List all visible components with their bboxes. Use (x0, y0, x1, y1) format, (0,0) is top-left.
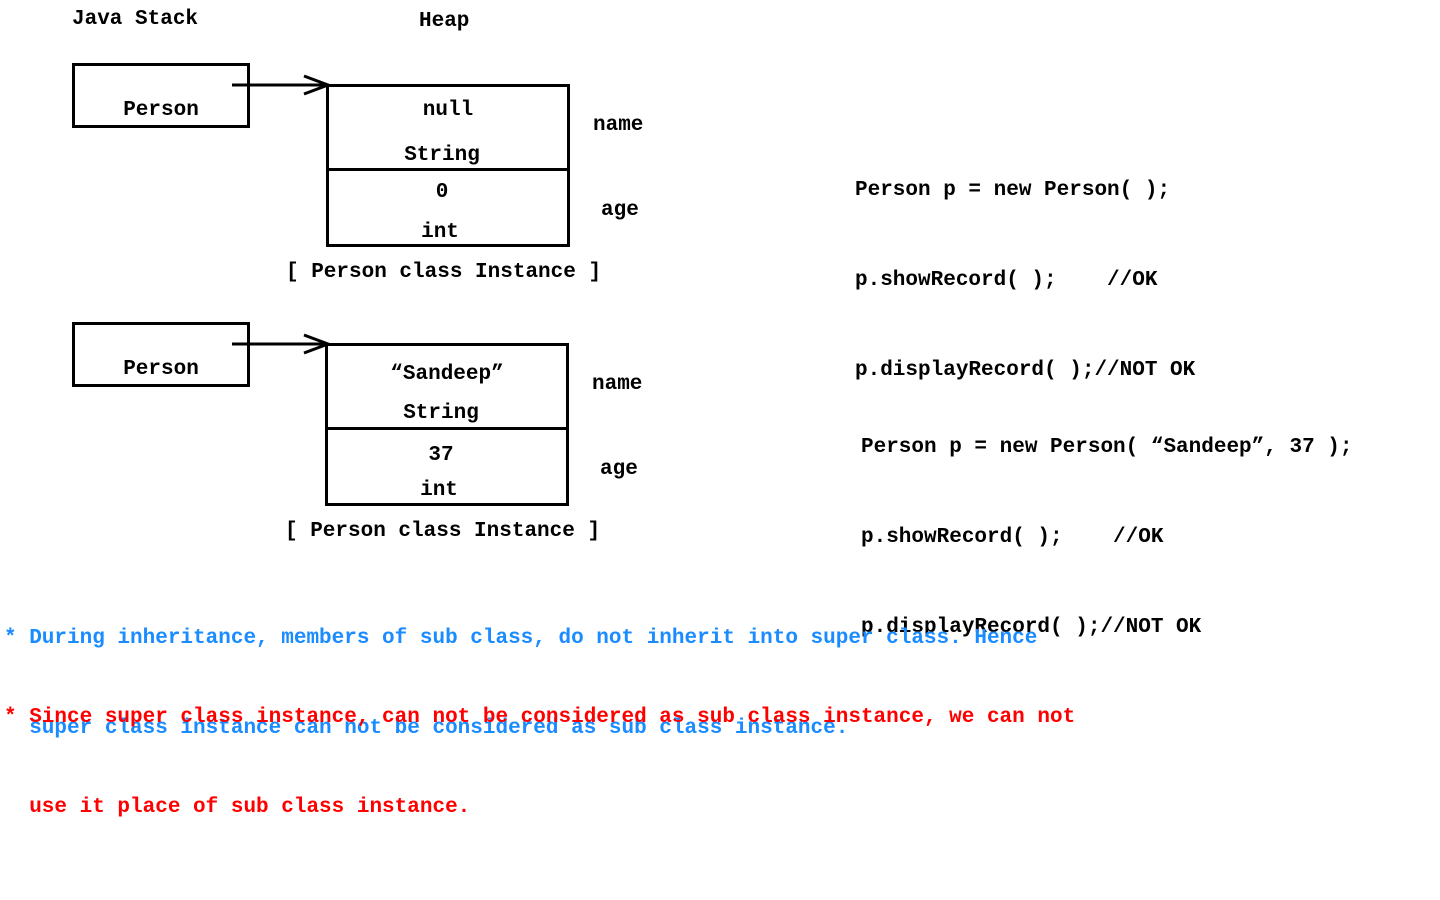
name-field-label-2: name (592, 373, 643, 396)
reference-arrow-2 (232, 333, 333, 355)
code-line: p.showRecord( ); //OK (855, 269, 1158, 292)
code-line: Person p = new Person( ); (855, 179, 1171, 202)
age-value-2: 37 (428, 444, 454, 467)
reference-arrow-1 (232, 74, 333, 96)
heap-header: Heap (419, 10, 470, 33)
note-substitution: * Since super class instance, can not be… (4, 643, 1075, 853)
name-value-2: “Sandeep” (390, 363, 504, 386)
note-line: * Since super class instance, can not be… (4, 706, 1076, 729)
code-line: Person p = new Person( “Sandeep”, 37 ); (861, 436, 1353, 459)
note-line: * During inheritance, members of sub cla… (4, 627, 1038, 650)
stack-reference-box-1: Person (72, 63, 250, 128)
age-type-2: int (420, 479, 458, 502)
note-line: super class instance can not be consider… (4, 717, 849, 740)
stack-reference-box-2: Person (72, 322, 250, 387)
name-value-1: null (422, 99, 474, 122)
age-type-1: int (421, 221, 459, 244)
field-divider-1 (329, 168, 567, 171)
age-value-1: 0 (435, 181, 449, 204)
name-type-1: String (404, 144, 480, 167)
note-line: use it place of sub class instance. (4, 796, 471, 819)
code-snippet-2: Person p = new Person( “Sandeep”, 37 ); … (861, 373, 1352, 673)
code-line: p.displayRecord( );//NOT OK (861, 616, 1202, 639)
instance-caption-2: [ Person class Instance ] (285, 520, 601, 543)
age-field-label-2: age (600, 458, 638, 481)
code-snippet-1: Person p = new Person( ); p.showRecord( … (855, 116, 1195, 416)
heap-object-2: “Sandeep” String 37 int (325, 343, 569, 506)
age-field-label-1: age (601, 199, 639, 222)
stack-header: Java Stack (72, 8, 199, 31)
name-type-2: String (403, 402, 479, 425)
code-line: p.showRecord( ); //OK (861, 526, 1164, 549)
heap-object-1: null String 0 int (326, 84, 570, 247)
field-divider-2 (328, 427, 566, 430)
name-field-label-1: name (593, 114, 644, 137)
stack-reference-label-1: Person (123, 99, 199, 122)
code-line: p.displayRecord( );//NOT OK (855, 359, 1196, 382)
note-inheritance: * During inheritance, members of sub cla… (4, 564, 1037, 774)
stack-reference-label-2: Person (123, 358, 199, 381)
instance-caption-1: [ Person class Instance ] (286, 261, 602, 284)
